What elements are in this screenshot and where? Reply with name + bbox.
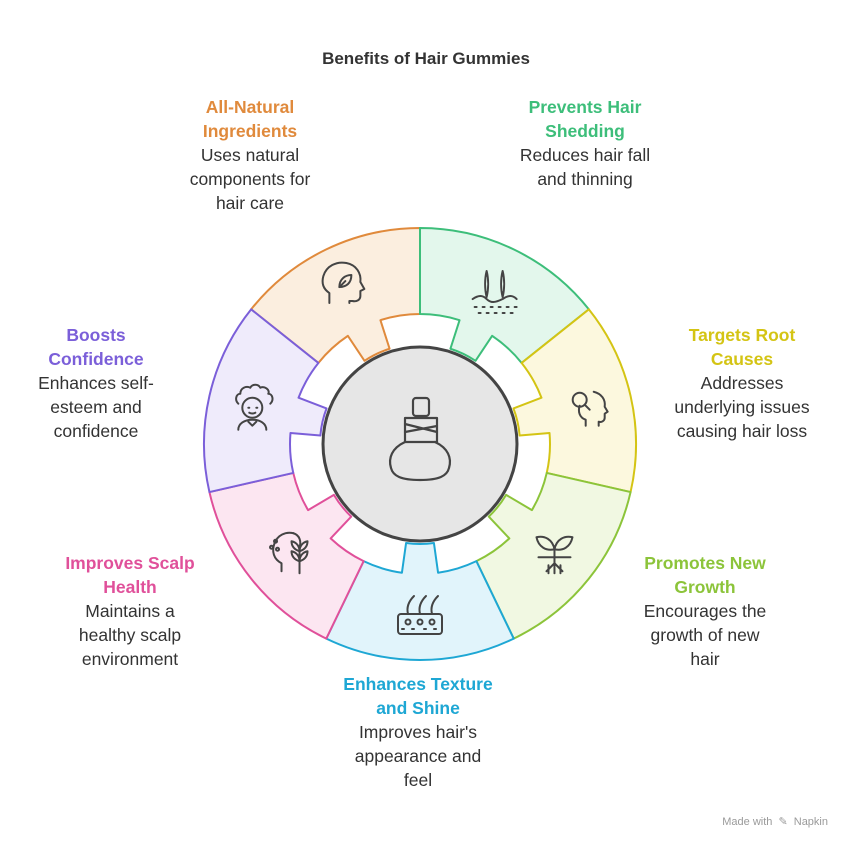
watermark-text: Made with	[722, 816, 773, 828]
label-description: Improves hair's	[358, 722, 478, 742]
label-title: Improves Scalp	[65, 553, 195, 573]
segment-scalp-health	[208, 471, 365, 640]
label-title: Enhances Texture	[343, 674, 493, 694]
label-title: Prevents Hair	[528, 97, 642, 117]
label-description: causing hair loss	[676, 421, 808, 441]
label-description: components for	[189, 169, 311, 189]
label-description: environment	[81, 649, 179, 669]
diagram-title: Benefits of Hair Gummies	[322, 49, 530, 68]
label-title: and Shine	[376, 698, 460, 718]
segment-texture-shine	[325, 542, 515, 662]
label-description: underlying issues	[674, 397, 810, 417]
label-description: Reduces hair fall	[519, 145, 651, 165]
head-wheat-icon	[269, 531, 309, 575]
label-description: healthy scalp	[78, 625, 182, 645]
napkin-logo-icon: ✎	[778, 816, 788, 828]
label-title: All-Natural	[205, 97, 295, 117]
label-description: growth of new	[650, 625, 760, 645]
label-description: Encourages the	[643, 601, 767, 621]
watermark-brand: Napkin	[793, 816, 828, 828]
label-title: Boosts	[66, 325, 126, 345]
segment-root-causes	[512, 308, 637, 494]
label-description: Enhances self-	[38, 373, 154, 393]
label-title: Shedding	[545, 121, 625, 141]
label-title: Ingredients	[202, 121, 298, 141]
label-title: Growth	[674, 577, 736, 597]
label-description: hair care	[215, 193, 285, 213]
label-description: Addresses	[700, 373, 784, 393]
label-description: Uses natural	[200, 145, 300, 165]
natural-head-leaf-icon	[321, 261, 366, 305]
label-title: Confidence	[48, 349, 144, 369]
segment-prevents-shedding	[419, 227, 590, 364]
label-title: Causes	[710, 349, 774, 369]
label-description: hair	[690, 649, 720, 669]
label-description: confidence	[53, 421, 139, 441]
label-description: appearance and	[354, 746, 482, 766]
label-description: Maintains a	[85, 601, 175, 621]
watermark: Made with ✎ Napkin	[722, 815, 828, 828]
hair-follicle-icon	[471, 270, 518, 315]
label-title: Health	[103, 577, 157, 597]
sprout-icon	[535, 535, 574, 575]
hair-strands-icon	[397, 595, 443, 635]
center-circle	[321, 345, 519, 543]
segment-confidence	[203, 308, 328, 494]
label-description: feel	[403, 770, 433, 790]
head-search-icon	[571, 390, 609, 427]
curly-hair-person-icon	[235, 383, 274, 431]
label-title: Promotes New	[644, 553, 766, 573]
hair-gummy-bottle-icon	[388, 396, 452, 482]
label-title: Targets Root	[688, 325, 796, 345]
segment-all-natural	[250, 227, 421, 364]
label-description: esteem and	[50, 397, 142, 417]
label-description: and thinning	[537, 169, 633, 189]
